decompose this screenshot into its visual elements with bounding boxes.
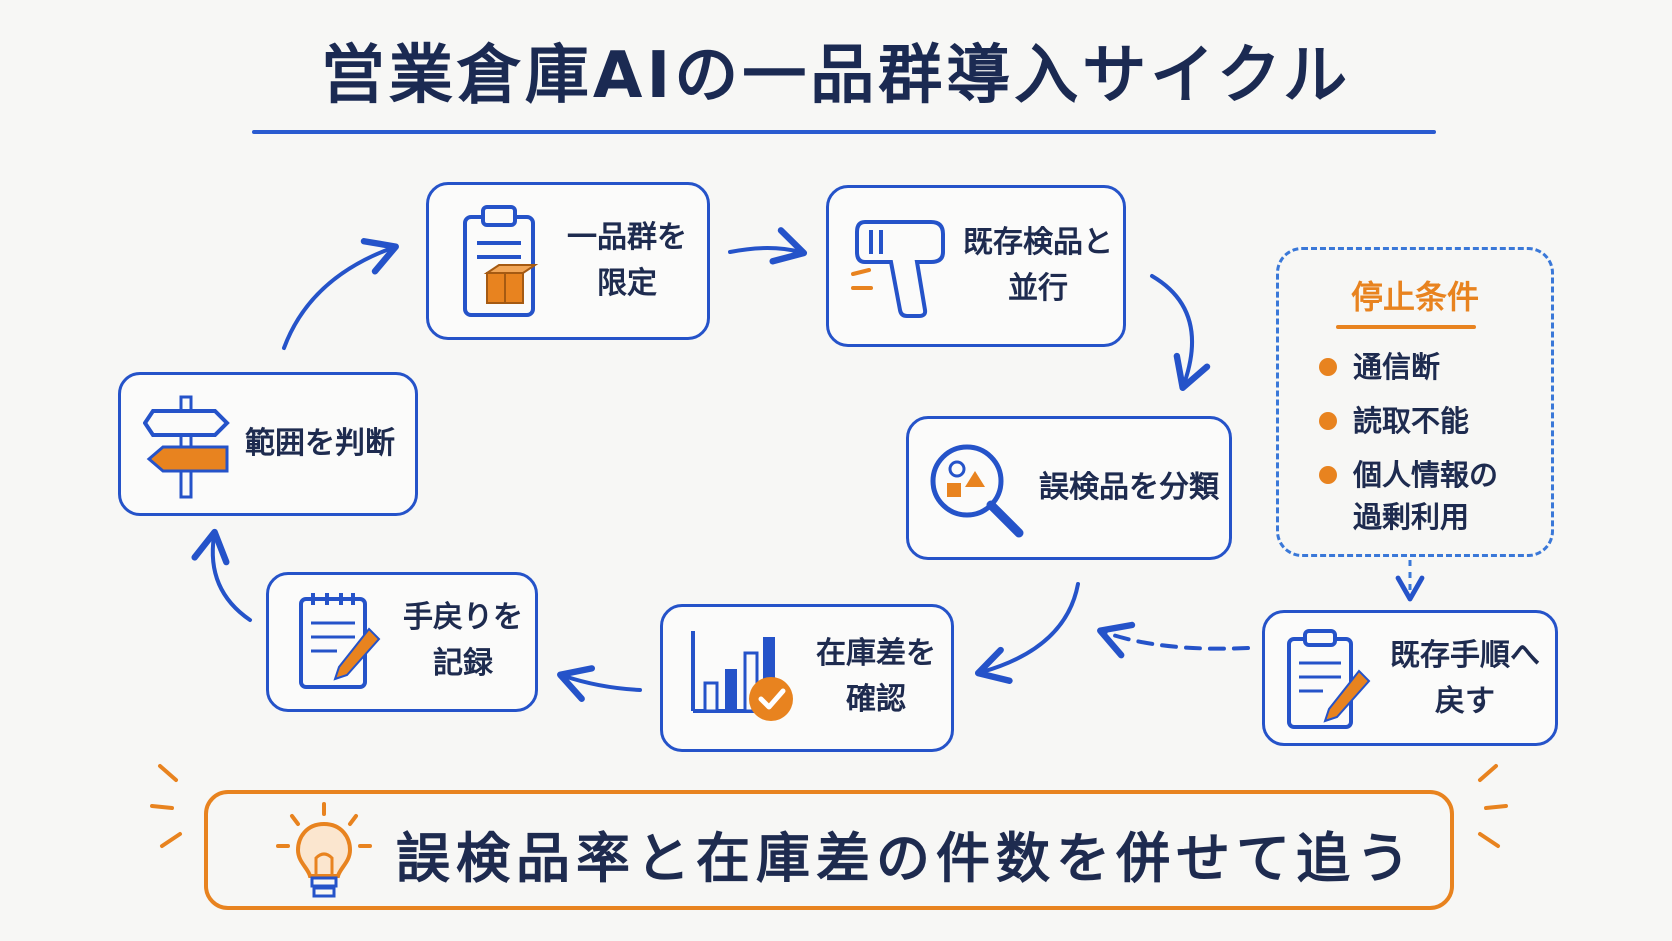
clipboard-pencil-icon [1287,629,1371,729]
stop-conditions-title: 停止条件 [1350,278,1479,316]
title-underline [252,130,1436,134]
step-return-to-existing-procedure: 既存手順へ 戻す [1262,610,1558,746]
step-parallel-existing-inspection: 既存検品と 並行 [826,185,1126,347]
arrow-step4-to-step5 [557,665,642,702]
step-label-line1: 一品群を [567,220,687,255]
step-label-line1: 範囲を判断 [245,426,395,461]
stop-conditions-box: 停止条件 通信断 読取不能 個人情報の 過剰利用 [1276,247,1554,557]
arrow-step5-to-step6 [191,528,252,622]
magnifier-shapes-icon [930,444,1024,538]
stop-condition-item: 個人情報の 過剰利用 [1319,454,1498,538]
step-label-line1: 既存手順へ [1390,638,1540,673]
page-title: 営業倉庫AIの一品群導入サイクル [320,39,1352,113]
step-label-line2: 戻す [1435,684,1495,719]
stop-condition-text: 読取不能 [1353,404,1470,438]
bullet-icon [1319,358,1337,376]
step-label-line2: 並行 [1008,271,1068,306]
stop-condition-text: 通信断 [1353,350,1441,384]
step-label-line2: 限定 [597,266,657,301]
stop-condition-item: 読取不能 [1319,400,1469,442]
signpost-icon [143,395,230,499]
step-label-line1: 既存検品と [963,225,1113,260]
notepad-pencil-icon [299,593,381,689]
arrow-step1-to-step2 [728,227,808,265]
step-limit-product-group: 一品群を 限定 [426,182,710,340]
stop-title-underline [1336,325,1476,329]
bar-chart-check-icon [691,631,793,721]
step-label-line2: 記録 [433,646,493,681]
barcode-scanner-icon [851,220,945,318]
arrow-step6-to-step1 [282,238,399,350]
bullet-icon [1319,466,1337,484]
stop-condition-text: 過剰利用 [1353,500,1470,534]
step-label-line1: 在庫差を [816,636,936,671]
step-judge-scope: 範囲を判断 [118,372,418,516]
step-classify-misinspection: 誤検品を分類 [906,416,1232,560]
step-record-rework: 手戻りを 記録 [266,572,538,712]
key-metric-banner: 誤検品率と在庫差の件数を併せて追う [204,790,1454,910]
bullet-icon [1319,412,1337,430]
clipboard-box-icon [463,205,539,317]
arrow-step3-to-step4 [974,582,1080,684]
step-label-line2: 確認 [846,682,906,717]
step-check-inventory-difference: 在庫差を 確認 [660,604,954,752]
arrow-fallback-to-cycle [1097,621,1250,659]
step-label-line1: 誤検品を分類 [1039,470,1219,505]
stop-condition-item: 通信断 [1319,346,1440,388]
arrow-step2-to-step3 [1150,274,1211,391]
banner-text: 誤検品率と在庫差の件数を併せて追う [396,827,1416,890]
stop-condition-text: 個人情報の [1353,458,1499,492]
lightbulb-icon [276,802,372,898]
step-label-line1: 手戻りを [403,600,523,635]
